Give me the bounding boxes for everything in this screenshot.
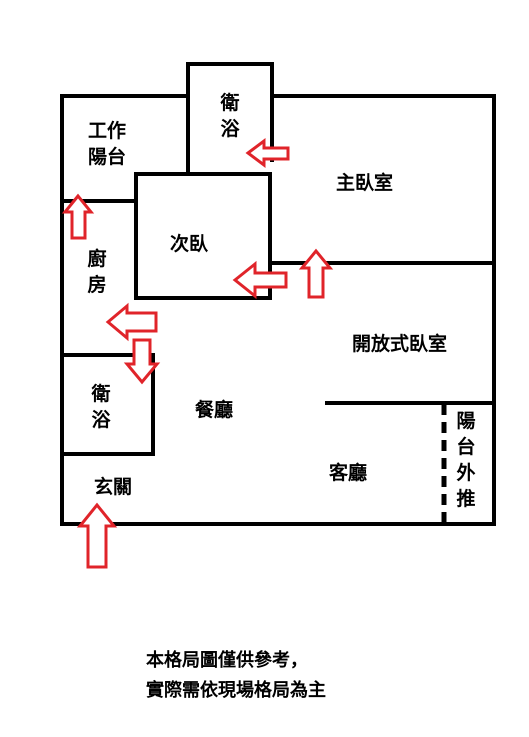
room-label-entrance: 玄關 <box>94 476 133 498</box>
arrow-up-icon <box>61 193 95 240</box>
room-label-balcony-push: 陽台外推 <box>456 410 476 510</box>
wall-bath-left <box>60 353 155 456</box>
room-label-bath-top: 衛浴 <box>220 92 240 140</box>
room-label-open-bedroom: 開放式臥室 <box>352 333 448 355</box>
room-label-master-bedroom: 主臥室 <box>336 172 394 194</box>
arrow-up-icon <box>76 502 118 569</box>
room-label-dining: 餐廳 <box>195 399 234 421</box>
arrow-down-icon <box>123 338 161 385</box>
disclaimer-line-2: 實際需依現場格局為主 <box>146 680 326 701</box>
room-label-bath-left: 衛浴 <box>91 383 111 431</box>
disclaimer-line-1: 本格局圖僅供參考， <box>146 650 308 671</box>
room-label-kitchen: 廚房 <box>87 248 107 296</box>
outer-wall <box>60 94 496 526</box>
arrow-left-icon <box>232 260 288 300</box>
room-label-second-bedroom: 次臥 <box>170 233 209 255</box>
arrow-up-icon <box>298 248 334 299</box>
room-label-living: 客廳 <box>329 462 368 484</box>
arrow-left-icon <box>105 302 158 342</box>
arrow-left-icon <box>245 138 290 168</box>
wall-second-bedroom <box>134 172 272 300</box>
room-label-utility-balcony: 工作陽台 <box>88 120 127 168</box>
